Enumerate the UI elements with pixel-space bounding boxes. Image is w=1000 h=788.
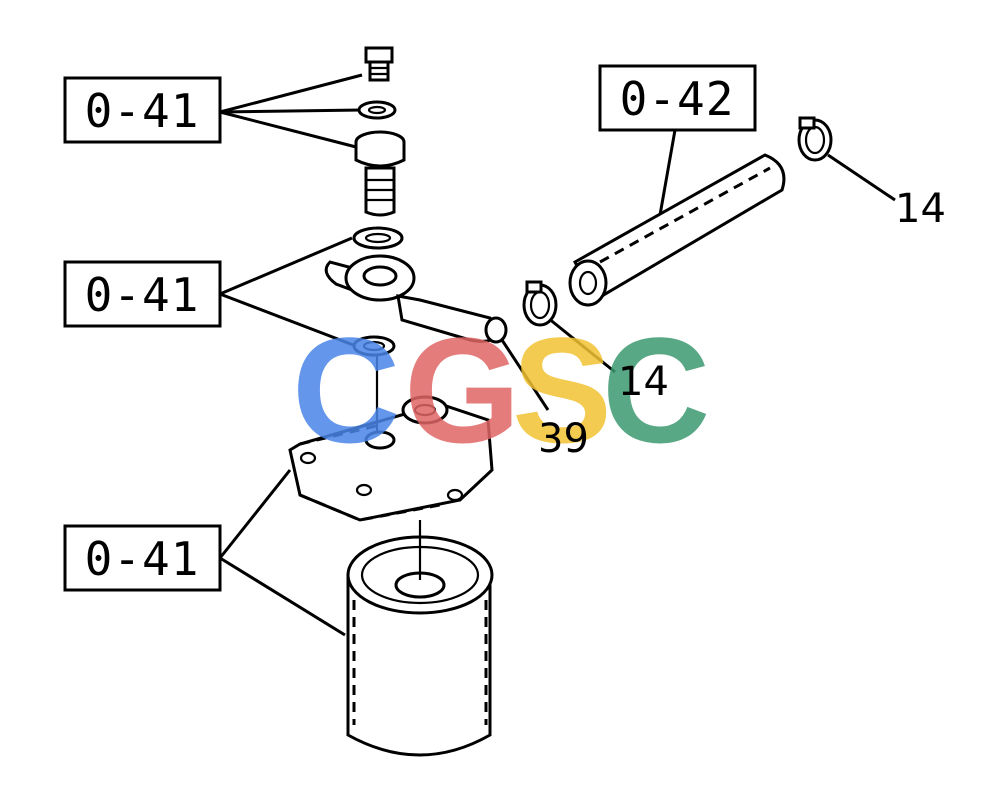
bolt-icon [364, 46, 394, 82]
banjo-bolt-icon [354, 130, 406, 217]
callout-39: 39 [538, 416, 589, 462]
hose-icon [568, 153, 786, 307]
ref-box-1: 0-41 [63, 76, 222, 144]
ref-box-4: 0-42 [598, 64, 757, 132]
oil-pipe-icon [324, 254, 508, 344]
oil-filter-icon [346, 520, 494, 757]
watermark-letter-3: S [512, 306, 612, 474]
callout-14-top: 14 [895, 186, 946, 232]
washer-1-icon [357, 100, 397, 120]
hose-clamp-1-icon [522, 280, 558, 327]
washer-2-icon [352, 226, 404, 250]
ref-box-3: 0-41 [63, 524, 222, 592]
ref-box-2: 0-41 [63, 260, 222, 328]
ref-box-3-label: 0-41 [85, 532, 200, 586]
ref-box-4-label: 0-42 [620, 72, 735, 126]
hose-clamp-2-icon [797, 116, 833, 162]
watermark-logo: C G S C [292, 306, 710, 474]
watermark-letter-1: C [292, 306, 400, 474]
callout-14-middle: 14 [618, 359, 669, 405]
leader-lines [218, 73, 896, 637]
washer-3-icon [352, 335, 396, 357]
watermark-letter-2: G [404, 306, 521, 474]
watermark-letter-4: C [602, 306, 710, 474]
ref-box-2-label: 0-41 [85, 268, 200, 322]
filter-head-icon [288, 356, 494, 522]
ref-box-1-label: 0-41 [85, 84, 200, 138]
